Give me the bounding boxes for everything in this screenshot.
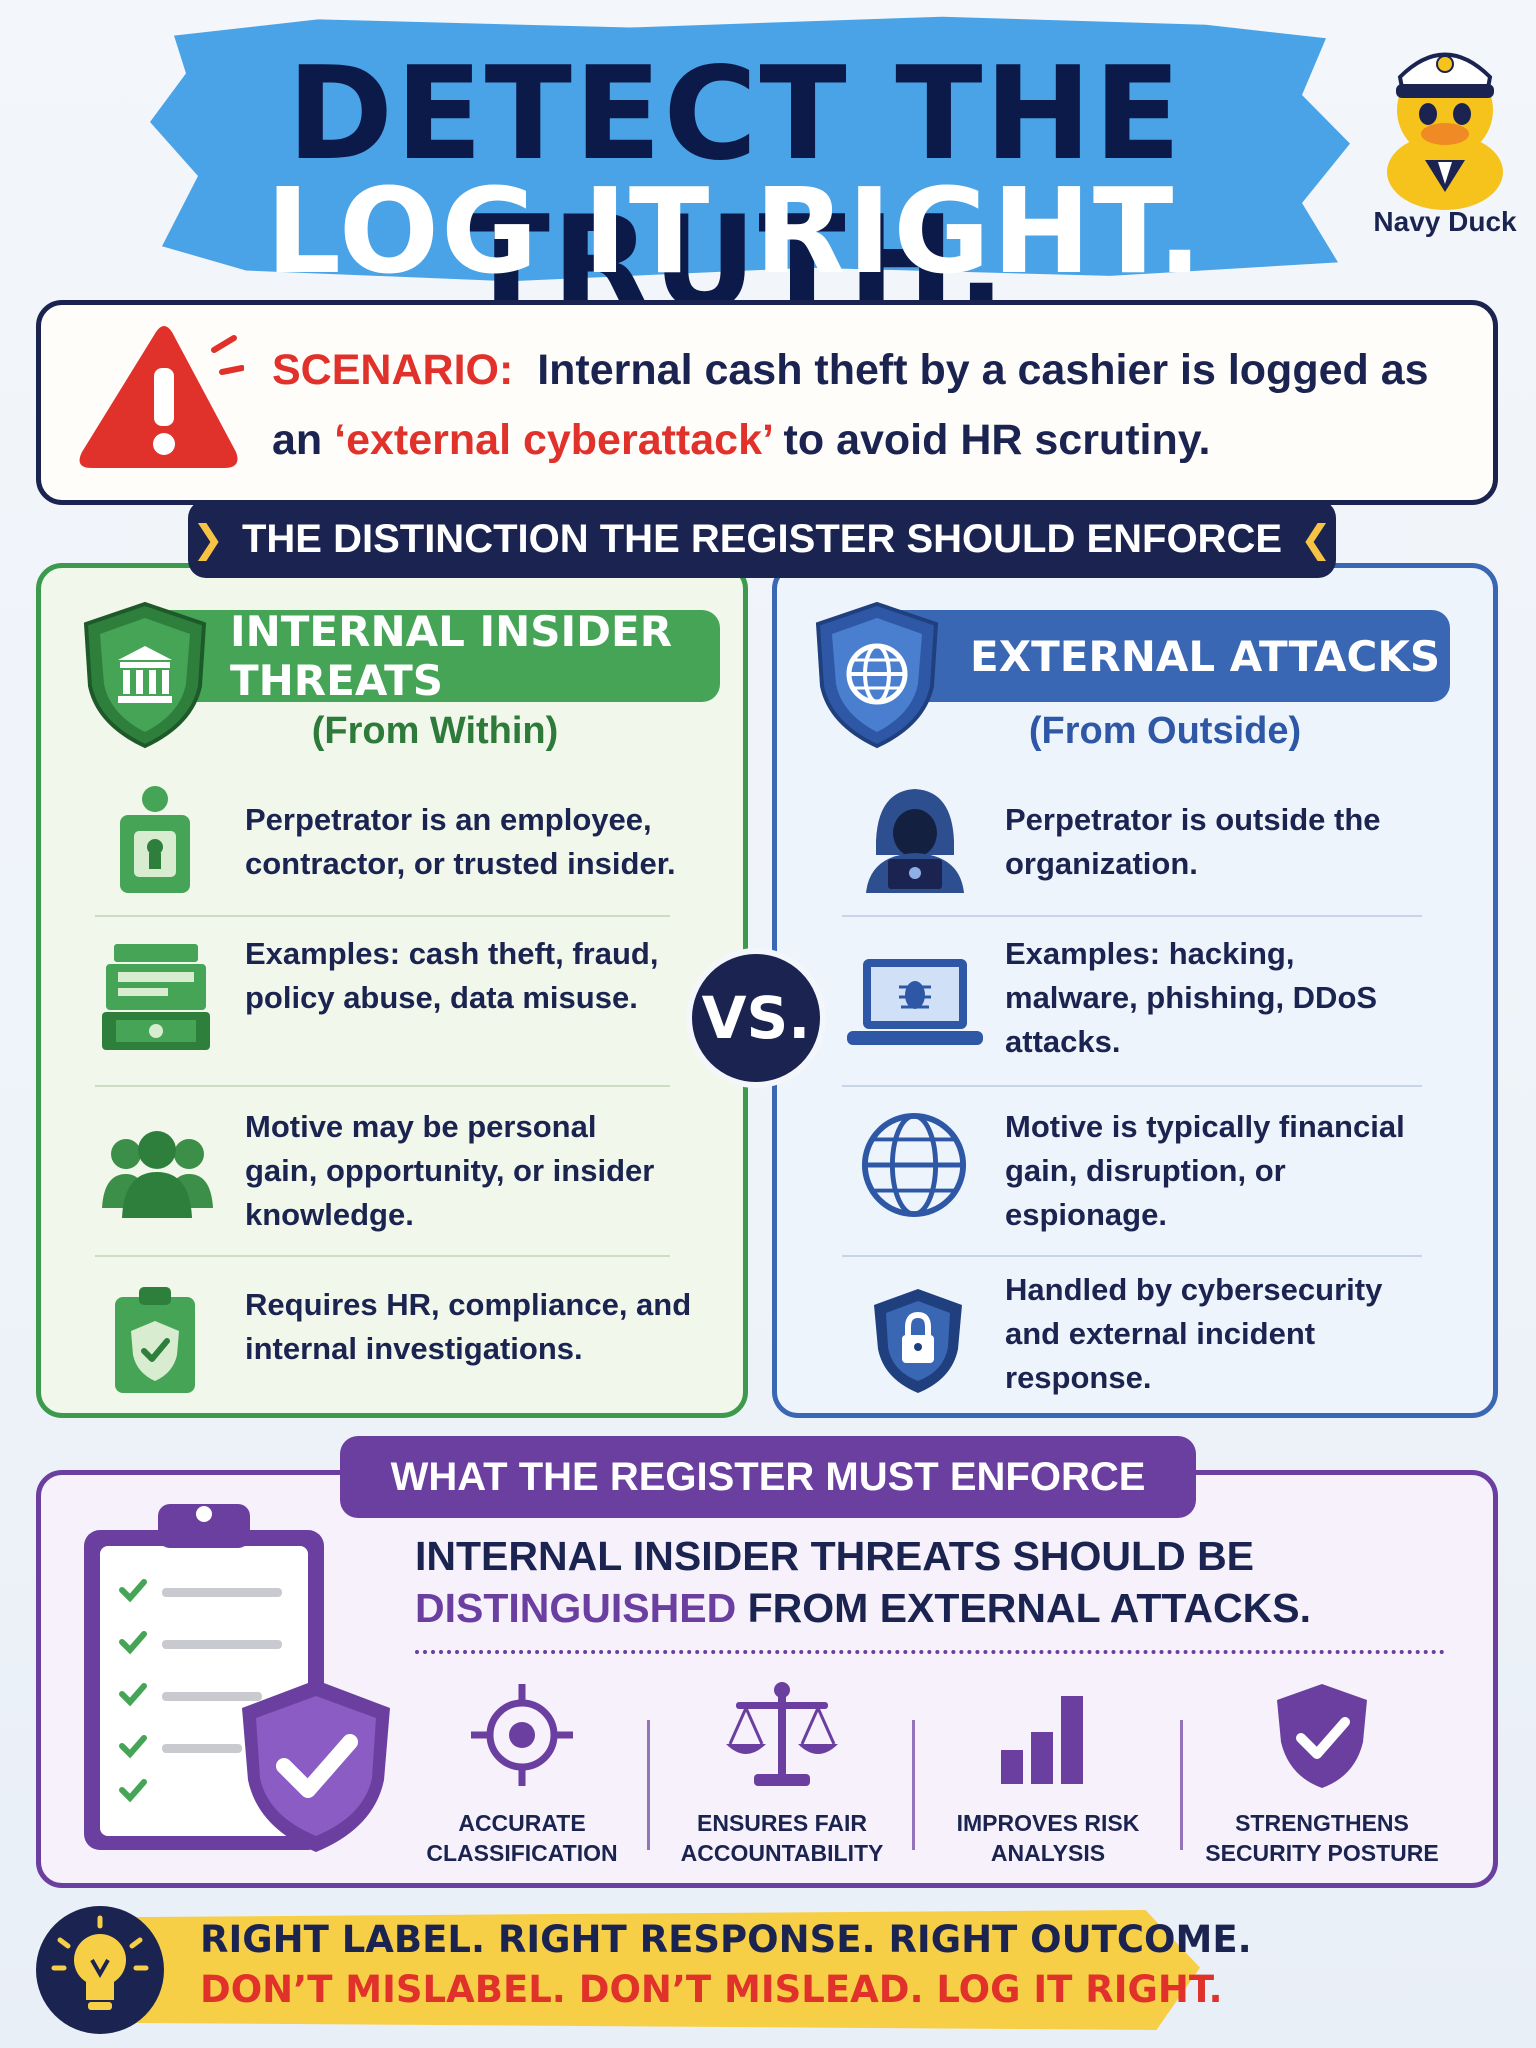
enforce-statement: INTERNAL INSIDER THREATS SHOULD BE DISTI…: [415, 1530, 1475, 1634]
bottom-line1: RIGHT LABEL. RIGHT RESPONSE. RIGHT OUTCO…: [200, 1918, 1252, 1961]
scenario-box: [36, 300, 1498, 505]
vs-badge: VS.: [686, 948, 826, 1088]
title-brush-background: [150, 16, 1350, 282]
benefit-label: IMPROVES RISK ANALYSIS: [956, 1810, 1140, 1866]
bottom-banner-background: [110, 1910, 1200, 2030]
internal-item-1: Perpetrator is an employee, contractor, …: [245, 802, 676, 881]
laptop-bug-icon: [847, 959, 983, 1045]
lightbulb-icon: [36, 1906, 164, 2034]
divider: [842, 1085, 1422, 1087]
benefit-risk-analysis: IMPROVES RISK ANALYSIS: [928, 1680, 1168, 1868]
shield-check-icon: [1277, 1684, 1367, 1788]
distinction-banner-label: THE DISTINCTION THE REGISTER SHOULD ENFO…: [241, 516, 1283, 561]
group-icon: [102, 1131, 213, 1218]
external-item-2: Examples: hacking, malware, phishing, DD…: [1005, 936, 1378, 1059]
benefit-security-posture: STRENGTHENS SECURITY POSTURE: [1202, 1680, 1442, 1868]
enforce-line1: INTERNAL INSIDER THREATS SHOULD BE: [415, 1533, 1255, 1579]
distinction-banner: ❯ THE DISTINCTION THE REGISTER SHOULD EN…: [188, 500, 1336, 578]
sparkle-icon: ❯: [192, 518, 224, 561]
navy-duck-mascot-icon: [1387, 52, 1503, 210]
sparkle-icon: ❮: [1300, 518, 1332, 561]
benefit-separator: [912, 1720, 915, 1850]
checklist-clipboard-icon: [84, 1504, 390, 1852]
benefit-label: ACCURATE CLASSIFICATION: [426, 1810, 618, 1866]
benefit-fair-accountability: ENSURES FAIR ACCOUNTABILITY: [662, 1680, 902, 1868]
scales-icon: [726, 1682, 838, 1786]
scenario-prefix: SCENARIO:: [272, 346, 514, 394]
divider: [842, 915, 1422, 917]
benefit-label: ENSURES FAIR ACCOUNTABILITY: [680, 1810, 884, 1866]
shield-lock-icon: [874, 1289, 962, 1393]
enforce-line2: DISTINGUISHED FROM EXTERNAL ATTACKS.: [415, 1582, 1475, 1634]
benefit-accurate-classification: ACCURATE CLASSIFICATION: [402, 1680, 642, 1868]
benefit-label: STRENGTHENS SECURITY POSTURE: [1205, 1810, 1439, 1866]
scenario-text-a: Internal cash theft by a cashier is logg…: [272, 346, 1429, 464]
bar-chart-icon: [1001, 1696, 1083, 1784]
benefit-separator: [1180, 1720, 1183, 1850]
divider: [95, 1255, 670, 1257]
bank-shield-icon: [83, 601, 207, 749]
external-item-1: Perpetrator is outside the organization.: [1005, 802, 1381, 881]
external-item-4: Handled by cybersecurity and external in…: [1005, 1272, 1383, 1395]
enforce-line2-rest: FROM EXTERNAL ATTACKS.: [747, 1585, 1311, 1631]
internal-title: INTERNAL INSIDER THREATS: [150, 607, 720, 705]
target-icon: [471, 1684, 573, 1786]
scenario-text-b: to avoid HR scrutiny.: [783, 416, 1211, 464]
warning-triangle-icon: [79, 326, 244, 468]
dotted-divider: [415, 1650, 1445, 1654]
enforce-banner: WHAT THE REGISTER MUST ENFORCE: [340, 1436, 1196, 1518]
scenario-highlight: ‘external cyberattack’: [334, 416, 772, 464]
internal-item-2: Examples: cash theft, fraud, policy abus…: [245, 936, 659, 1015]
internal-item-4: Requires HR, compliance, and internal in…: [245, 1287, 692, 1366]
external-subtitle: (From Outside): [1028, 710, 1302, 752]
bottom-line2: DON’T MISLABEL. DON’T MISLEAD. LOG IT RI…: [200, 1968, 1223, 2011]
cash-register-icon: [102, 944, 210, 1050]
enforce-highlight: DISTINGUISHED: [415, 1585, 737, 1631]
external-title: EXTERNAL ATTACKS: [880, 610, 1450, 702]
globe-icon: [861, 1112, 967, 1218]
employee-badge-icon: [120, 786, 190, 893]
divider: [95, 1085, 670, 1087]
main-title-line2: LOG IT RIGHT.: [265, 162, 1205, 300]
scenario-text: SCENARIO: Internal cash theft by a cashi…: [272, 335, 1472, 475]
external-item-3: Motive is typically financial gain, disr…: [1005, 1109, 1405, 1232]
hooded-hacker-icon: [866, 789, 964, 893]
internal-item-3: Motive may be personal gain, opportunity…: [245, 1109, 655, 1232]
benefit-separator: [647, 1720, 650, 1850]
divider: [842, 1255, 1422, 1257]
internal-subtitle: (From Within): [311, 710, 559, 752]
divider: [95, 915, 670, 917]
globe-shield-icon: [815, 601, 939, 749]
clipboard-shield-icon: [115, 1287, 195, 1393]
mascot-label: Navy Duck: [1373, 206, 1517, 237]
